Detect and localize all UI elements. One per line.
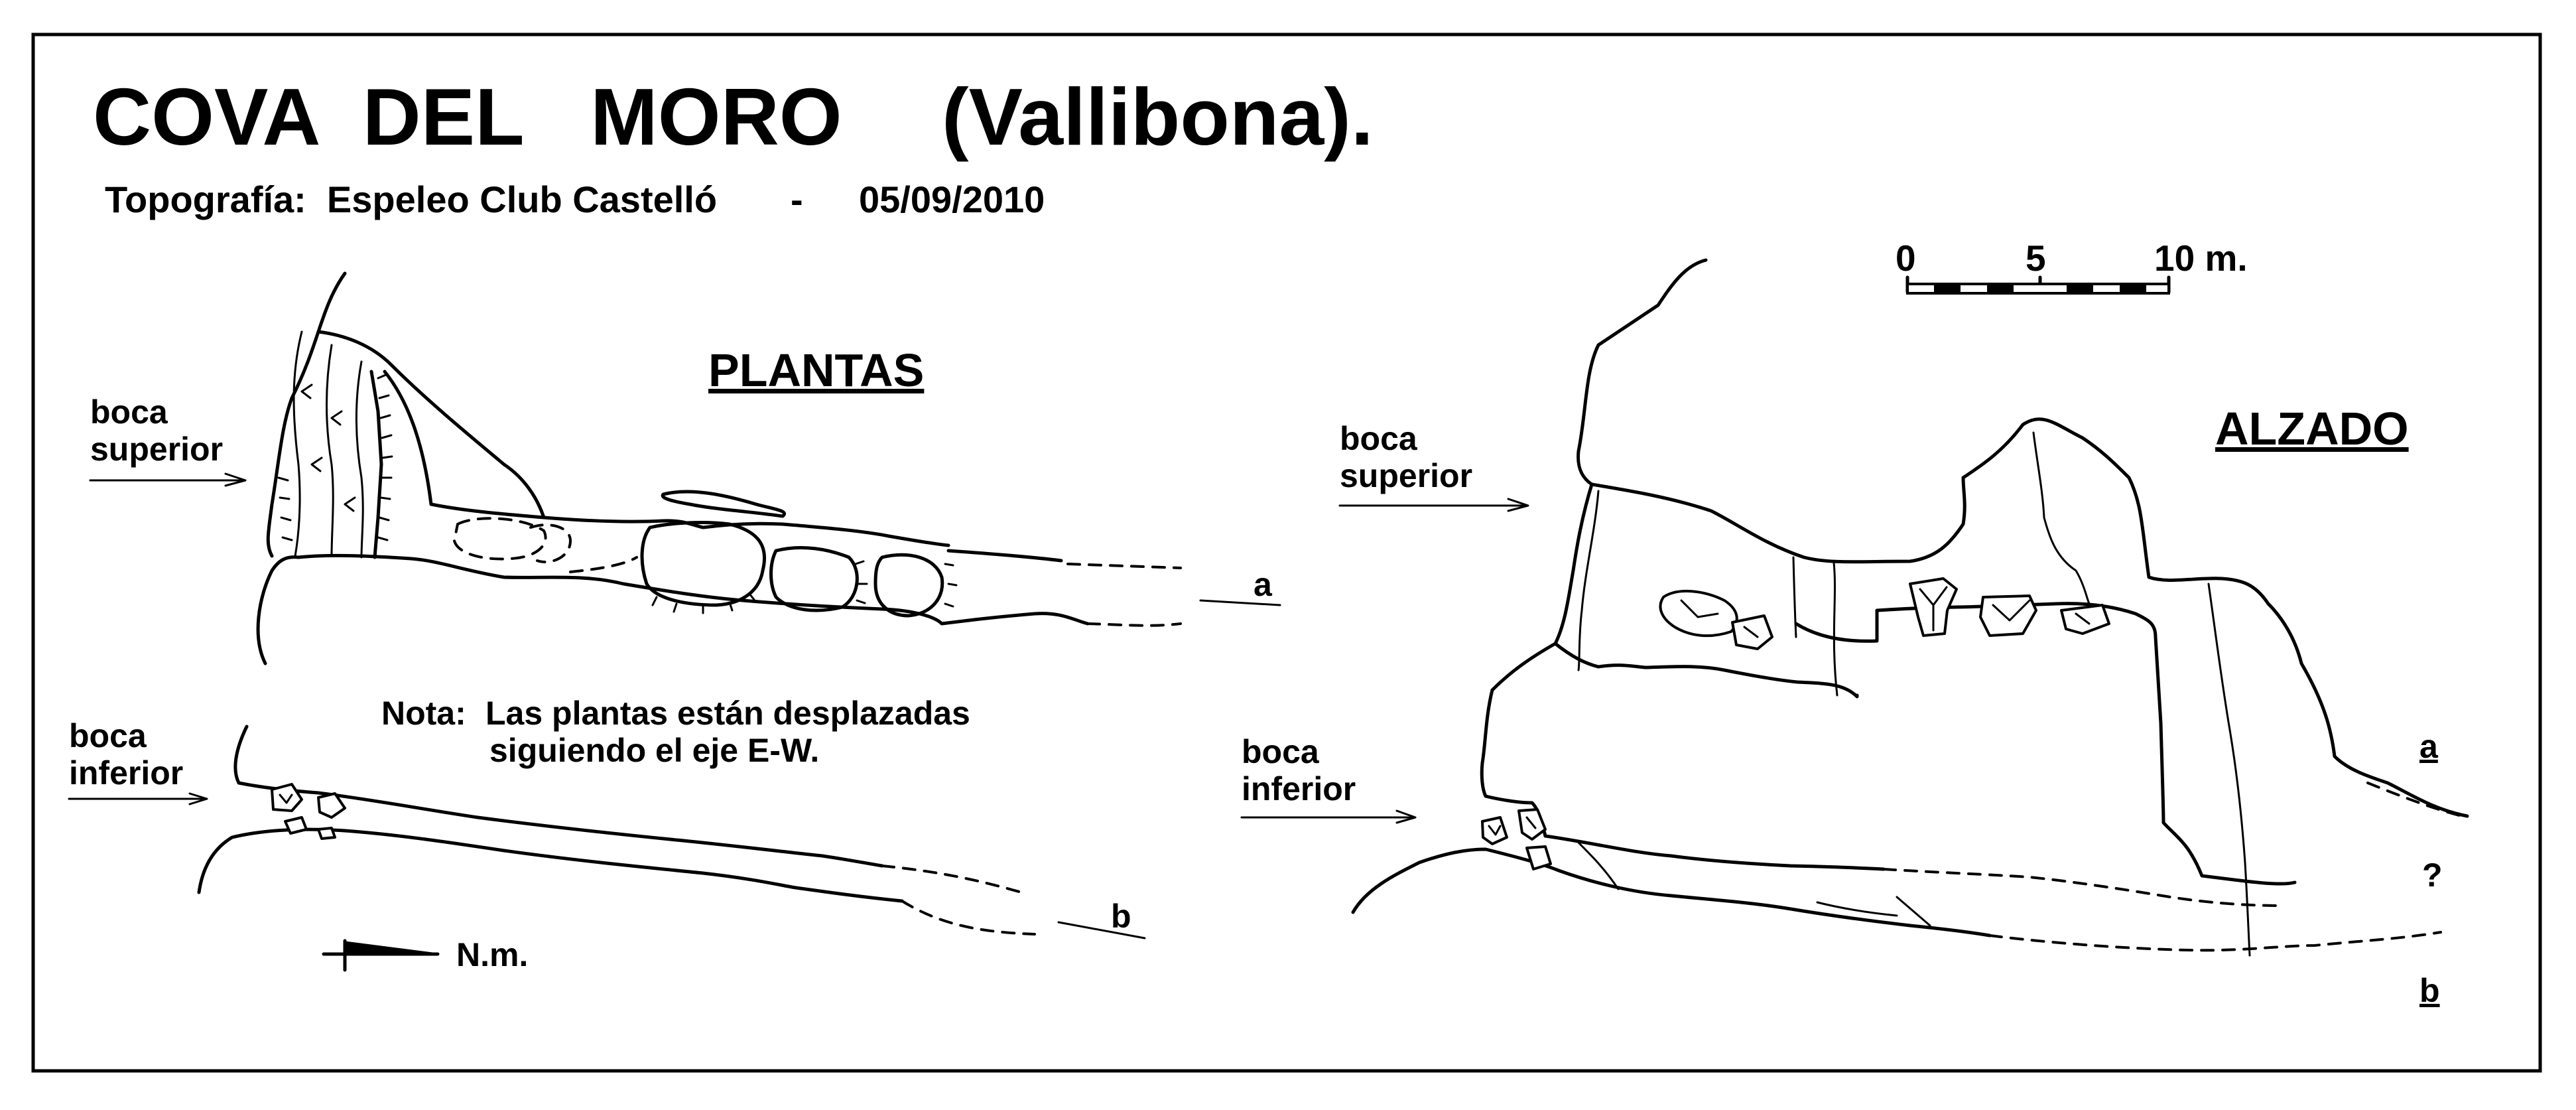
north-arrow [322, 939, 440, 972]
plan-upper-entrance-label-1: boca [90, 393, 168, 431]
north-label: N.m. [456, 936, 528, 973]
plan-marker-b: b [1111, 898, 1131, 935]
scale-tick-5: 5 [2026, 238, 2046, 279]
elevation-lower-entrance-arrow [1240, 809, 1417, 824]
plan-lower-entrance-label-2: inferior [69, 754, 183, 792]
elevation-upper-entrance-label-1: boca [1340, 420, 1418, 457]
plan-lower-passage [197, 725, 1146, 939]
plan-note-line-2: siguiendo el eje E-W. [489, 732, 819, 769]
plan-upper-passage [256, 271, 1281, 665]
scale-bar: 0 5 10 m. [1896, 238, 2248, 295]
plan-lower-entrance-label-1: boca [69, 717, 147, 754]
header-separator: - [791, 178, 803, 220]
survey-date: 05/09/2010 [859, 178, 1045, 220]
survey-credit: Topografía: Espeleo Club Castelló [105, 178, 717, 220]
cave-location: (Vallibona). [942, 72, 1374, 162]
cave-title: COVA DEL MORO [93, 72, 842, 162]
elevation-lower-entrance-label-2: inferior [1242, 770, 1356, 807]
scale-tick-0: 0 [1896, 238, 1916, 279]
elevation-upper-entrance-label-2: superior [1340, 457, 1472, 494]
elevation-heading: ALZADO [2215, 403, 2409, 454]
elevation-marker-unknown: ? [2422, 857, 2443, 894]
elevation-profile [1351, 258, 2469, 957]
elevation-marker-a: a [2419, 728, 2439, 765]
plan-note-label: Nota: [381, 695, 466, 732]
plan-heading: PLANTAS [708, 344, 924, 396]
plan-note-line-1: Las plantas están desplazadas [485, 695, 970, 732]
scale-tick-10: 10 m. [2154, 238, 2248, 279]
elevation-lower-entrance-label-1: boca [1242, 733, 1320, 770]
plan-lower-entrance-arrow [68, 792, 208, 805]
plan-upper-entrance-arrow [89, 472, 247, 487]
elevation-marker-b: b [2419, 972, 2440, 1009]
plan-upper-entrance-label-2: superior [90, 431, 223, 468]
plan-marker-a: a [1254, 566, 1273, 603]
elevation-upper-entrance-arrow [1338, 498, 1529, 512]
sheet-frame [31, 33, 2542, 1073]
